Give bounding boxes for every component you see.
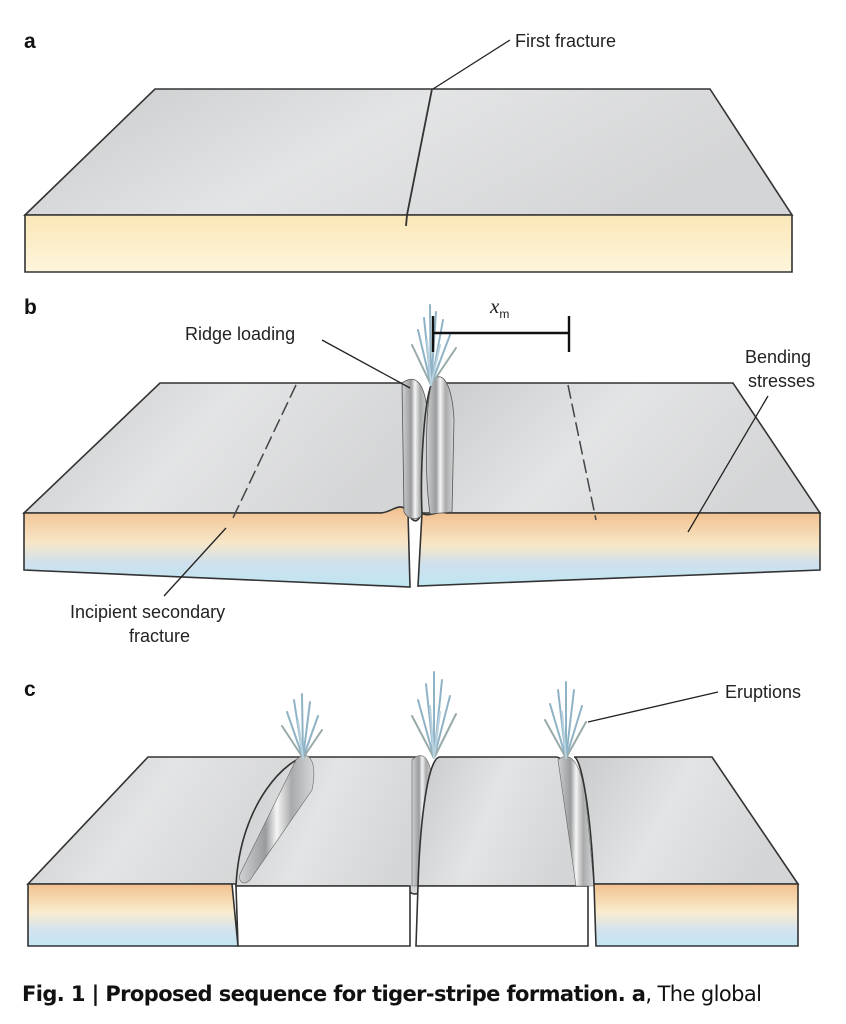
plume-c-1: [281, 693, 323, 759]
slab-c-block-4-side: [593, 883, 799, 947]
secondary-fracture-left: [231, 384, 297, 521]
slab-c-block-2-side: [235, 885, 411, 947]
caption-part-letter: a: [625, 982, 646, 1006]
slab-b-right-side: [417, 511, 821, 587]
slab-b-right-top: [420, 382, 822, 514]
caption-title: Proposed sequence for tiger-stripe forma…: [98, 982, 626, 1006]
label-first-fracture: First fracture: [515, 31, 616, 51]
label-stresses: stresses: [748, 371, 815, 391]
caption-text: , The global: [645, 982, 762, 1006]
label-bending: Bending: [745, 347, 811, 367]
slab-b-left-side: [23, 506, 411, 588]
figure-caption: Fig. 1 | Proposed sequence for tiger-str…: [22, 982, 832, 1006]
label-xm: xm: [489, 294, 509, 321]
ridge-b-right: [425, 376, 455, 515]
panel-a: a First fracture: [23, 30, 794, 273]
tiger-stripe-diagram: a First fracture b: [22, 30, 822, 947]
panel-c: c: [24, 671, 801, 947]
label-fracture: fracture: [129, 626, 190, 646]
leader-eruptions: [587, 691, 719, 723]
slab-b-left-top: [22, 382, 425, 522]
leader-first-fracture: [432, 39, 511, 90]
secondary-fracture-right: [567, 384, 597, 521]
slab-c-block-4-top: [573, 756, 800, 885]
label-incipient-secondary: Incipient secondary: [70, 602, 225, 622]
ridge-c-4: [557, 756, 595, 887]
caption-fig-label: Fig. 1 |: [22, 982, 99, 1006]
plume-c-3: [544, 681, 587, 759]
slab-a-top: [23, 88, 794, 216]
slab-c-block-1-side: [27, 883, 239, 947]
xm-scale-bar: [431, 316, 571, 352]
label-eruptions: Eruptions: [725, 682, 801, 702]
first-fracture-line: [405, 88, 433, 227]
panel-b-letter: b: [24, 296, 37, 319]
panel-c-letter: c: [24, 678, 36, 701]
panel-a-letter: a: [24, 30, 36, 53]
ridge-c-2: [239, 755, 315, 884]
plume-c-2: [411, 671, 457, 759]
plume-b: [411, 304, 457, 386]
leader-ridge-loading: [321, 339, 411, 389]
leader-incipient-fracture: [163, 527, 227, 597]
panel-b: b xm Ridge loading B: [22, 294, 822, 646]
leader-bending-stresses: [687, 395, 769, 533]
slab-a-side: [24, 214, 793, 273]
slab-c-block-3-side: [415, 885, 589, 947]
label-ridge-loading: Ridge loading: [185, 324, 295, 344]
